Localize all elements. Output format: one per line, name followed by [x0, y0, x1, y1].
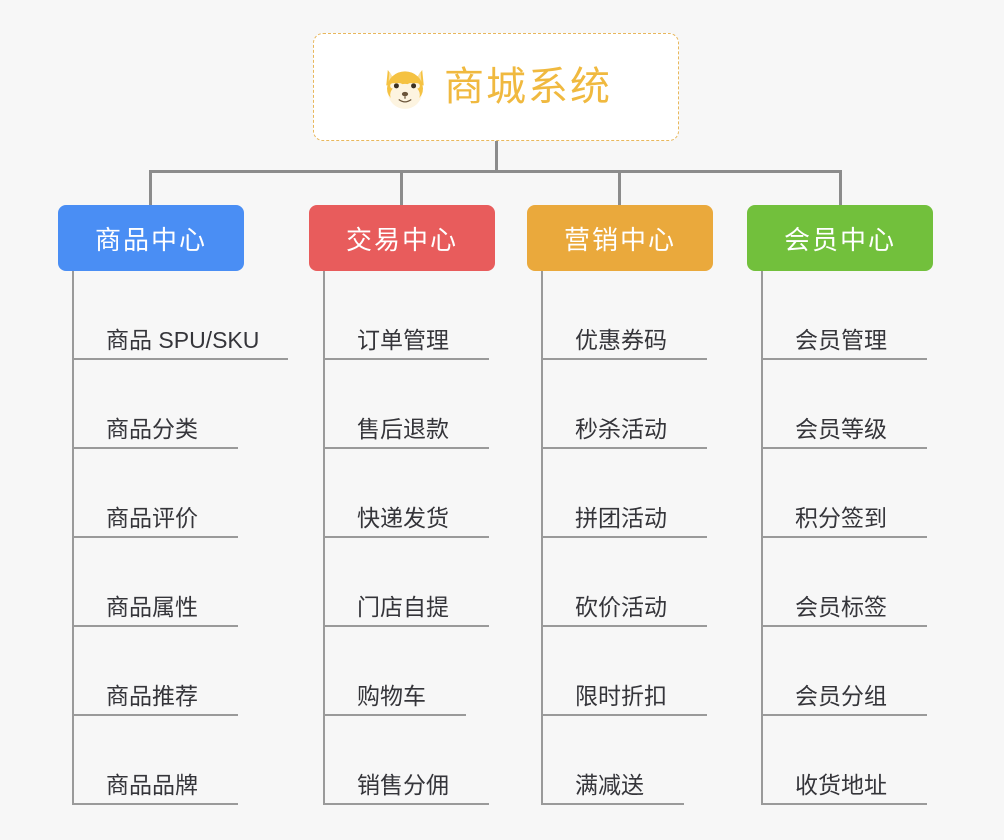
- column-营销中心: 营销中心 优惠券码 秒杀活动 拼团活动 砍价活动 限时折扣: [527, 205, 713, 805]
- column-会员中心: 会员中心 会员管理 会员等级 积分签到 会员标签 会员分组: [747, 205, 933, 805]
- leaf-label: 拼团活动: [575, 505, 667, 531]
- root-node[interactable]: 商城系统: [313, 33, 679, 141]
- column-header-3[interactable]: 营销中心: [527, 205, 713, 271]
- column-header-label: 会员中心: [783, 224, 896, 255]
- leaf-underline: [323, 714, 466, 716]
- leaf-label: 积分签到: [795, 505, 887, 531]
- leaf-underline: [761, 536, 927, 538]
- column-header-label: 交易中心: [345, 224, 458, 255]
- leaf-underline: [323, 536, 489, 538]
- leaf-underline: [761, 803, 927, 805]
- leaf-label: 商品分类: [106, 416, 198, 442]
- leaf-label: 商品推荐: [106, 683, 198, 709]
- leaf-label: 收货地址: [795, 772, 887, 798]
- leaf-underline: [323, 803, 489, 805]
- leaf-label: 快递发货: [357, 505, 449, 531]
- leaf-label: 商品品牌: [106, 772, 198, 798]
- leaf-underline: [323, 625, 489, 627]
- leaf-label: 商品属性: [106, 594, 198, 620]
- column-spine-3: [541, 271, 543, 805]
- leaf-label: 秒杀活动: [575, 416, 667, 442]
- leaf-label: 砍价活动: [575, 594, 667, 620]
- leaf-label: 优惠券码: [575, 327, 667, 353]
- leaf-label: 销售分佣: [357, 772, 449, 798]
- leaf-underline: [761, 714, 927, 716]
- leaf-label: 会员标签: [795, 594, 887, 620]
- root-title: 商城系统: [444, 65, 612, 109]
- shiba-dog-icon: [380, 62, 430, 112]
- leaf-label: 购物车: [357, 683, 426, 709]
- leaf-underline: [72, 536, 238, 538]
- leaf-underline: [72, 714, 238, 716]
- column-spine-2: [323, 271, 325, 805]
- leaf-underline: [72, 625, 238, 627]
- leaf-underline: [541, 625, 707, 627]
- leaf-label: 门店自提: [357, 594, 449, 620]
- leaf-underline: [541, 714, 707, 716]
- column-header-4[interactable]: 会员中心: [747, 205, 933, 271]
- leaf-underline: [761, 625, 927, 627]
- leaf-underline: [72, 358, 288, 360]
- leaf-underline: [323, 358, 489, 360]
- column-spine-4: [761, 271, 763, 805]
- leaf-label: 售后退款: [357, 416, 449, 442]
- leaf-underline: [323, 447, 489, 449]
- leaf-underline: [541, 803, 684, 805]
- leaf-label: 限时折扣: [575, 683, 667, 709]
- leaf-label: 会员等级: [795, 416, 887, 442]
- connector-drop-col-1: [149, 170, 152, 208]
- leaf-label: 商品评价: [106, 505, 198, 531]
- leaf-underline: [72, 803, 238, 805]
- leaf-label: 订单管理: [357, 327, 449, 353]
- column-header-2[interactable]: 交易中心: [309, 205, 495, 271]
- leaf-underline: [541, 536, 707, 538]
- connector-root-stem: [495, 141, 498, 172]
- connector-drop-col-4: [839, 170, 842, 208]
- column-header-1[interactable]: 商品中心: [58, 205, 244, 271]
- connector-drop-col-2: [400, 170, 403, 208]
- leaf-underline: [761, 358, 927, 360]
- leaf-underline: [72, 447, 238, 449]
- column-header-label: 营销中心: [563, 224, 676, 255]
- leaf-label: 会员分组: [795, 683, 887, 709]
- connector-horizontal-bus: [149, 170, 842, 173]
- leaf-label: 满减送: [575, 772, 644, 798]
- column-spine-1: [72, 271, 74, 805]
- leaf-label: 商品 SPU/SKU: [106, 327, 260, 353]
- column-交易中心: 交易中心 订单管理 售后退款 快递发货 门店自提 购物车: [309, 205, 495, 805]
- column-商品中心: 商品中心 商品 SPU/SKU 商品分类 商品评价 商品属性 商品推荐: [58, 205, 288, 805]
- leaf-underline: [761, 447, 927, 449]
- leaf-label: 会员管理: [795, 327, 887, 353]
- leaf-underline: [541, 447, 707, 449]
- column-header-label: 商品中心: [94, 224, 207, 255]
- connector-drop-col-3: [618, 170, 621, 208]
- leaf-underline: [541, 358, 707, 360]
